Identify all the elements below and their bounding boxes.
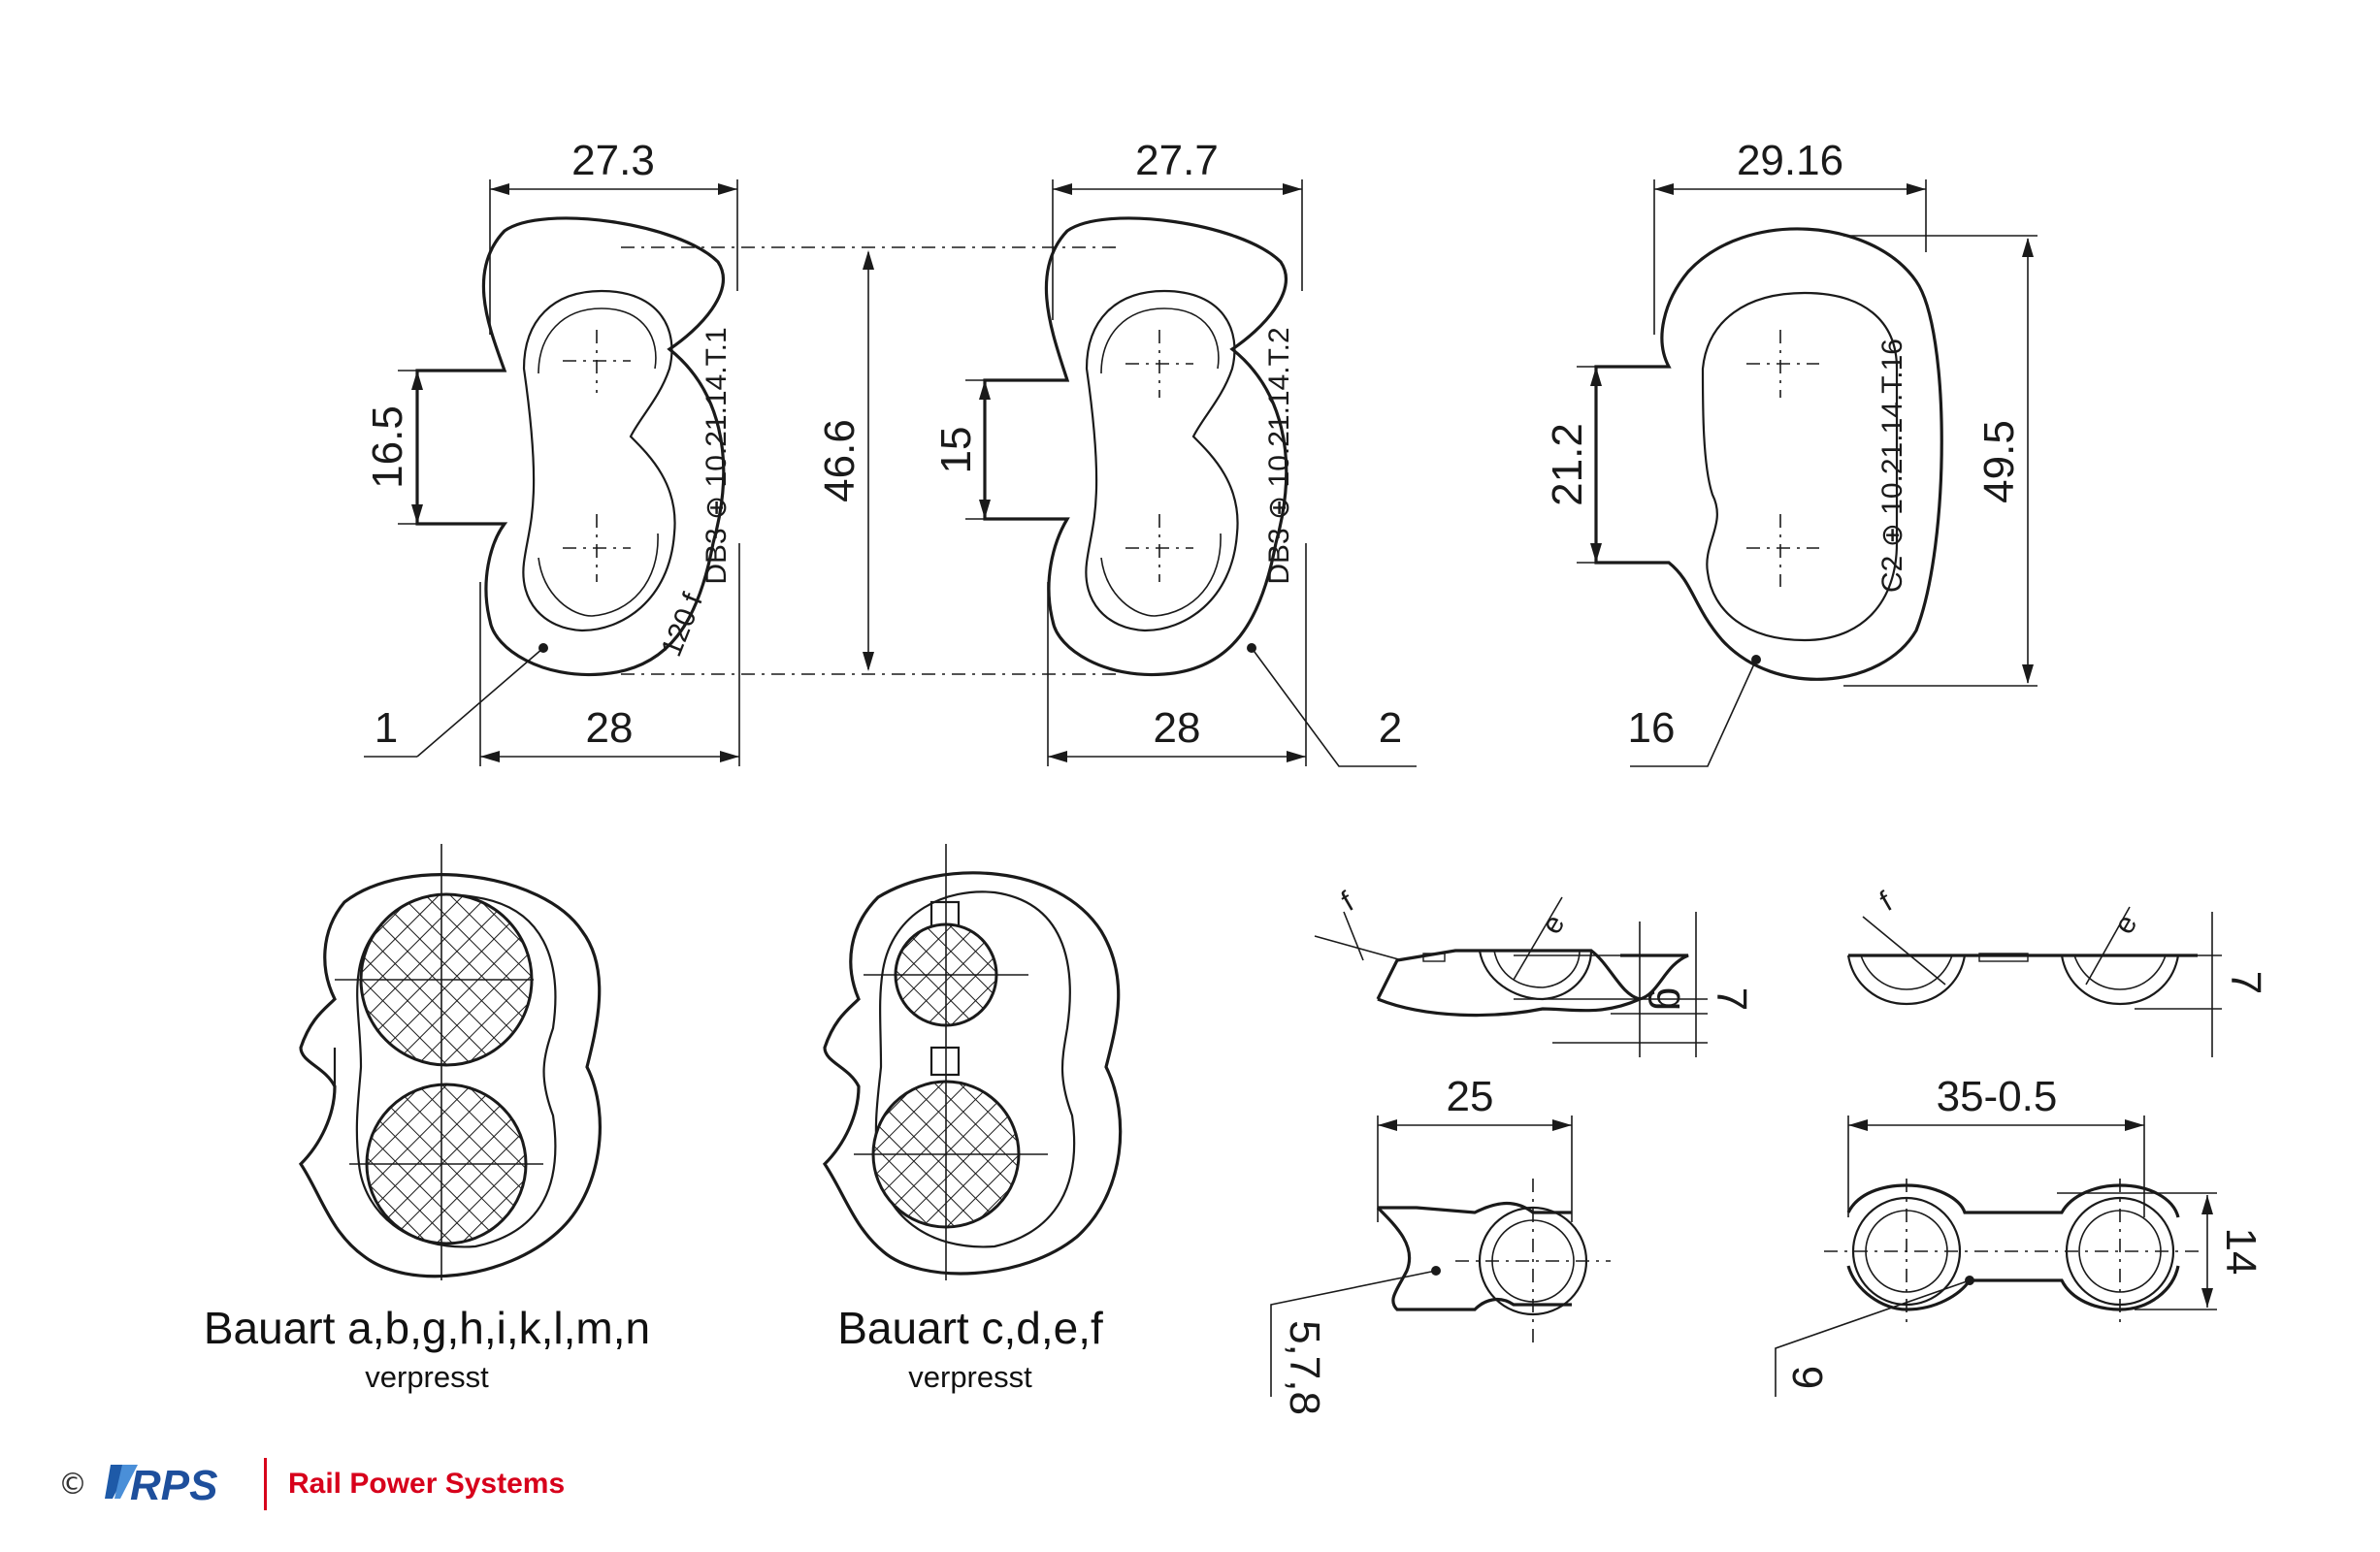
marking-part-1: DB3 ⊕ 10.21.14.T.1 bbox=[701, 327, 733, 584]
footer: © RPS Rail Power Systems bbox=[58, 1450, 565, 1518]
dim-height-46-6: 46.6 bbox=[621, 246, 1116, 675]
copyright-symbol: © bbox=[58, 1467, 87, 1502]
detail-h-2: 7 bbox=[2222, 971, 2269, 994]
detail-f-2: f bbox=[1875, 886, 1898, 918]
section-view-b: Bauart c,d,e,f verpresst bbox=[822, 844, 1123, 1394]
detail-ref-1: 5,7,8 bbox=[1281, 1320, 1328, 1415]
part-2: 27.7 28 15 DB3 ⊕ 10.21.14.T.2 2 bbox=[932, 137, 1417, 767]
detail-ref-2: 9 bbox=[1783, 1366, 1831, 1389]
dim-opening-2: 15 bbox=[932, 427, 980, 474]
item-label-1: 1 bbox=[375, 704, 398, 752]
detail-g: g bbox=[1647, 987, 1695, 1011]
part-16: 29.16 49.5 21.2 C2 ⊕ 10.21.14.T.16 16 bbox=[1544, 137, 2038, 767]
marking2-part-1: 120 f bbox=[655, 589, 709, 662]
detail-top-view-1: 25 5,7,8 bbox=[1270, 1073, 1611, 1415]
detail-side-view-2: f e 7 bbox=[1846, 886, 2269, 1057]
dim-opening-16: 21.2 bbox=[1544, 423, 1591, 506]
section-sub-b: verpresst bbox=[908, 1360, 1032, 1394]
marking-part-16: C2 ⊕ 10.21.14.T.16 bbox=[1876, 339, 1908, 593]
detail-f-1: f bbox=[1336, 886, 1359, 918]
item-label-16: 16 bbox=[1628, 704, 1676, 752]
dim-width-top-2: 27.7 bbox=[1135, 137, 1219, 184]
brand-name: Rail Power Systems bbox=[288, 1468, 566, 1500]
part-1: 27.3 28 16.5 DB3 ⊕ 10.21.14.T.1 120 f 1 bbox=[364, 137, 740, 766]
dim-height-16: 49.5 bbox=[1975, 420, 2023, 503]
detail-h-1: 7 bbox=[1708, 987, 1755, 1011]
dim-opening-1: 16.5 bbox=[364, 405, 411, 489]
section-view-a: Bauart a,b,g,h,i,k,l,m,n verpresst bbox=[204, 844, 650, 1394]
section-caption-a: Bauart a,b,g,h,i,k,l,m,n bbox=[204, 1303, 650, 1353]
section-caption-b: Bauart c,d,e,f bbox=[837, 1303, 1103, 1353]
dim-width-bottom-2: 28 bbox=[1154, 704, 1201, 752]
dim-width-top-16: 29.16 bbox=[1737, 137, 1843, 184]
section-sub-a: verpresst bbox=[365, 1360, 489, 1394]
detail-len-2: 35-0.5 bbox=[1937, 1073, 2058, 1120]
dim-width-top-1: 27.3 bbox=[571, 137, 655, 184]
item-label-2: 2 bbox=[1379, 704, 1402, 752]
logo-text: RPS bbox=[130, 1462, 217, 1509]
rps-logo-icon: RPS bbox=[105, 1462, 217, 1509]
marking-part-2: DB3 ⊕ 10.21.14.T.2 bbox=[1263, 327, 1295, 584]
detail-top-view-2: 35-0.5 14 9 bbox=[1775, 1073, 2265, 1397]
dim-height-1: 46.6 bbox=[816, 419, 864, 502]
detail-thick: 14 bbox=[2217, 1228, 2265, 1276]
brand-divider bbox=[264, 1458, 267, 1510]
detail-side-view-1: f e g 7 bbox=[1314, 886, 1755, 1057]
dim-width-bottom-1: 28 bbox=[586, 704, 634, 752]
detail-len-1: 25 bbox=[1447, 1073, 1494, 1120]
